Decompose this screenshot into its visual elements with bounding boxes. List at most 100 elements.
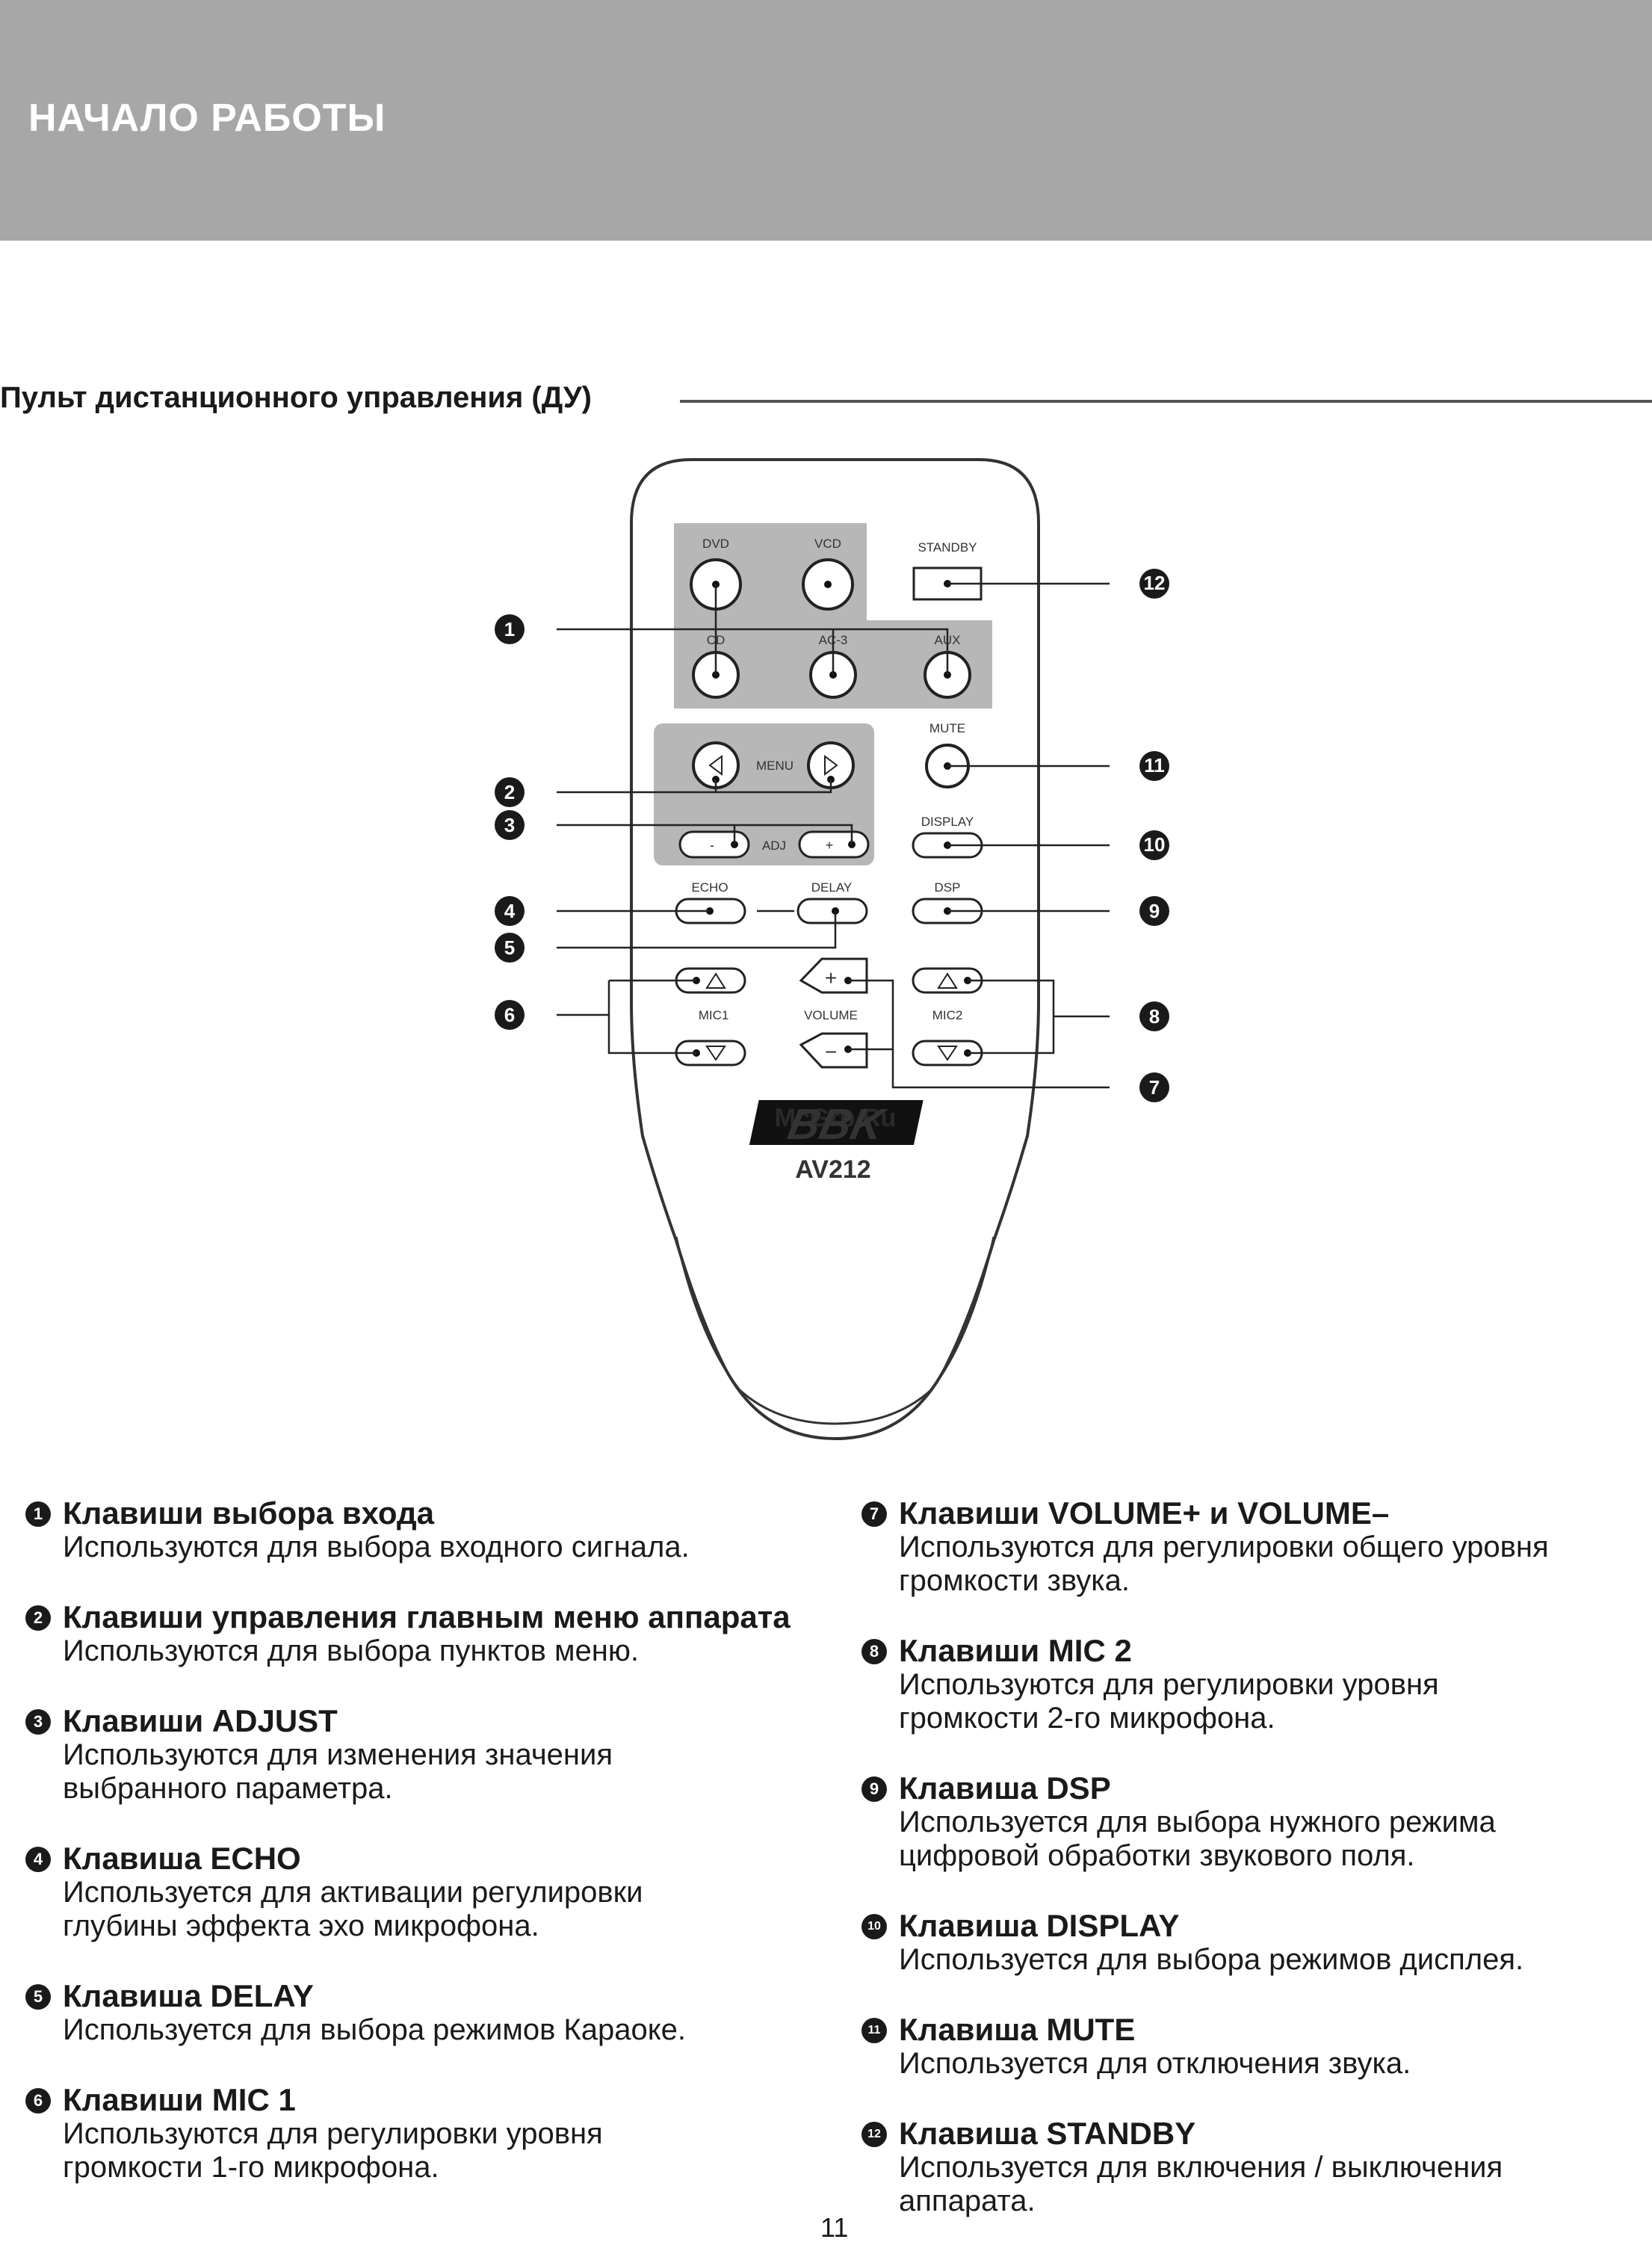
- dvd-label: DVD: [702, 537, 729, 551]
- description-title: Клавиша DELAY: [63, 1978, 314, 2013]
- vcd-button-dot: [824, 581, 832, 588]
- adj-plus-button[interactable]: [798, 830, 870, 859]
- description-title: Клавиша DSP: [899, 1770, 1111, 1806]
- description-item: 4 Клавиша ECHO Используется для активаци…: [25, 1841, 832, 1943]
- volume-plus-label: +: [825, 966, 837, 989]
- volume-minus-label: −: [825, 1040, 837, 1063]
- description-item: 3 Клавиши ADJUST Используются для измене…: [25, 1704, 832, 1806]
- description-item: 9 Клавиша DSP Используется для выбора ну…: [861, 1771, 1631, 1873]
- description-text: Используются для регулировки уровня гром…: [899, 1668, 1439, 1735]
- callout-2: 2: [495, 777, 525, 807]
- description-item: 6 Клавиши MIC 1 Используются для регулир…: [25, 2083, 832, 2184]
- description-title: Клавиши VOLUME+ и VOLUME–: [899, 1495, 1390, 1531]
- header-band: НАЧАЛО РАБОТЫ: [0, 0, 1652, 241]
- description-text: Используется для выбора нужного режима ц…: [899, 1806, 1496, 1872]
- description-item: 5 Клавиша DELAY Используется для выбора …: [25, 1979, 832, 2047]
- left-arrow-icon: [708, 755, 723, 776]
- description-number: 3: [25, 1709, 51, 1735]
- remote-bottom-outline: [675, 1236, 995, 1425]
- right-arrow-icon: [824, 755, 838, 776]
- description-item: 8 Клавиши MIC 2 Используются для регулир…: [861, 1634, 1631, 1735]
- vcd-label: VCD: [814, 537, 841, 551]
- description-title: Клавиши ADJUST: [63, 1703, 338, 1738]
- adj-minus-button[interactable]: [678, 830, 750, 859]
- description-item: 11 Клавиша MUTE Используется для отключе…: [861, 2013, 1631, 2081]
- adj-label: ADJ: [762, 839, 786, 853]
- description-number: 11: [861, 2018, 887, 2043]
- callout-10: 10: [1139, 830, 1169, 860]
- standby-label: STANDBY: [918, 540, 977, 555]
- descriptions-right-column: 7 Клавиши VOLUME+ и VOLUME– Используются…: [861, 1496, 1631, 2254]
- description-item: 2 Клавиши управления главным меню аппара…: [25, 1600, 832, 1668]
- adj-minus-label: -: [710, 838, 714, 853]
- svg-text:4: 4: [504, 900, 516, 922]
- callout-3: 3: [495, 810, 525, 840]
- callout-11: 11: [1139, 751, 1169, 781]
- section-title: Пульт дистанционного управления (ДУ): [0, 381, 592, 414]
- callout-4: 4: [495, 896, 525, 926]
- callout-12: 12: [1139, 569, 1169, 599]
- callout-5: 5: [495, 933, 525, 963]
- description-text: Используется для выбора режимов дисплея.: [899, 1943, 1524, 1976]
- callout-1: 1: [495, 614, 525, 644]
- description-number: 7: [861, 1501, 887, 1527]
- description-title: Клавиша MUTE: [899, 2012, 1136, 2047]
- display-label: DISPLAY: [921, 815, 974, 829]
- brand-logo: BBK: [749, 1100, 924, 1149]
- callout-lines: [557, 582, 1110, 1089]
- callout-7: 7: [1139, 1072, 1169, 1102]
- remote-control-diagram: DVD VCD STANDBY CD AC-3 AUX MENU MUTE - …: [495, 458, 1169, 1441]
- callout-8: 8: [1139, 1001, 1169, 1031]
- description-number: 2: [25, 1605, 51, 1631]
- description-item: 10 Клавиша DISPLAY Используется для выбо…: [861, 1909, 1631, 1977]
- description-text: Используется для выбора режимов Караоке.: [63, 2013, 687, 2046]
- svg-text:12: 12: [1144, 572, 1166, 594]
- description-number: 6: [25, 2088, 51, 2113]
- description-number: 12: [861, 2122, 887, 2147]
- description-title: Клавиши MIC 2: [899, 1633, 1132, 1668]
- svg-text:BBK: BBK: [784, 1101, 891, 1149]
- description-number: 1: [25, 1501, 51, 1527]
- description-text: Используется для активации регулировки г…: [63, 1876, 643, 1942]
- description-text: Используются для регулировки уровня гром…: [63, 2117, 603, 2184]
- svg-text:11: 11: [1144, 754, 1165, 776]
- menu-label: MENU: [756, 759, 793, 773]
- down-arrow-icon: [937, 1046, 958, 1061]
- description-text: Используются для изменения значения выбр…: [63, 1738, 613, 1805]
- down-arrow-icon: [705, 1046, 726, 1061]
- svg-text:9: 9: [1149, 900, 1160, 922]
- description-title: Клавиша STANDBY: [899, 2116, 1196, 2151]
- description-title: Клавиши управления главным меню аппарата: [63, 1599, 791, 1634]
- description-text: Используются для регулировки общего уров…: [899, 1531, 1549, 1597]
- description-number: 5: [25, 1984, 51, 2010]
- description-title: Клавиша DISPLAY: [899, 1908, 1180, 1943]
- description-title: Клавиши выбора входа: [63, 1495, 435, 1531]
- svg-text:1: 1: [504, 618, 515, 640]
- page-number: 11: [820, 2212, 849, 2243]
- description-item: 7 Клавиши VOLUME+ и VOLUME– Используются…: [861, 1496, 1631, 1598]
- mute-label: MUTE: [929, 721, 965, 735]
- volume-label: VOLUME: [804, 1008, 858, 1022]
- description-number: 4: [25, 1847, 51, 1872]
- mic2-label: MIC2: [932, 1008, 963, 1022]
- volume-minus-button[interactable]: [799, 1032, 868, 1069]
- svg-text:2: 2: [504, 781, 515, 803]
- adj-plus-label: +: [826, 838, 834, 853]
- description-text: Используется для включения / выключения …: [899, 2151, 1503, 2217]
- volume-plus-button[interactable]: [799, 957, 868, 994]
- description-number: 8: [861, 1639, 887, 1664]
- svg-text:10: 10: [1144, 833, 1166, 856]
- svg-text:3: 3: [504, 814, 515, 836]
- description-title: Клавиша ECHO: [63, 1841, 301, 1876]
- callout-9: 9: [1139, 896, 1169, 926]
- description-number: 9: [861, 1776, 887, 1802]
- up-arrow-icon: [705, 972, 726, 989]
- input-keys-panel: [674, 523, 992, 708]
- description-title: Клавиши MIC 1: [63, 2082, 296, 2117]
- watermark: McGrp.Ru: [775, 1104, 896, 1132]
- echo-label: ECHO: [691, 880, 728, 895]
- descriptions-left-column: 1 Клавиши выбора входа Используются для …: [25, 1496, 832, 2220]
- description-item: 12 Клавиша STANDBY Используется для вклю…: [861, 2116, 1631, 2218]
- page-header-title: НАЧАЛО РАБОТЫ: [28, 96, 386, 140]
- description-item: 1 Клавиши выбора входа Используются для …: [25, 1496, 832, 1564]
